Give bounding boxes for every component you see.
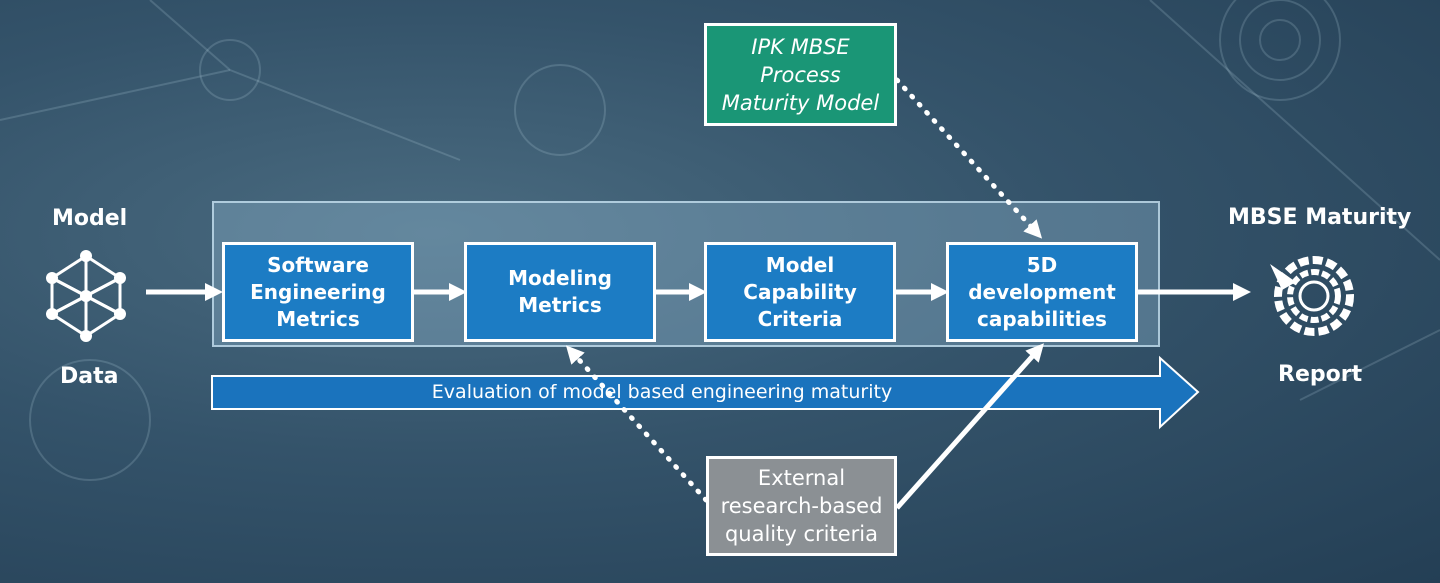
- output-top-label: MBSE Maturity: [1228, 205, 1412, 230]
- output-bottom-label: Report: [1278, 362, 1363, 387]
- model-capability-criteria-box: Model Capability Criteria: [704, 242, 896, 342]
- software-engineering-metrics-box: Software Engineering Metrics: [222, 242, 414, 342]
- solid-external-to-5d: [895, 343, 1044, 510]
- 5d-development-capabilities-box: 5D development capabilities: [946, 242, 1138, 342]
- input-bottom-label: Data: [60, 364, 119, 389]
- dotted-ipk-to-5d: [894, 77, 1043, 239]
- evaluation-banner-label: Evaluation of model based engineering ma…: [431, 381, 893, 403]
- external-quality-criteria-box: External research-based quality criteria: [706, 456, 897, 556]
- ipk-mbse-maturity-model-box: IPK MBSE Process Maturity Model: [704, 23, 897, 126]
- modeling-metrics-box: Modeling Metrics: [464, 242, 656, 342]
- dotted-external-to-modeling: [565, 345, 709, 503]
- input-top-label: Model: [52, 206, 128, 231]
- evaluation-banner-arrow: [211, 355, 1200, 430]
- sunburst-chart-icon: [1270, 256, 1354, 336]
- neural-network-icon: [46, 250, 126, 342]
